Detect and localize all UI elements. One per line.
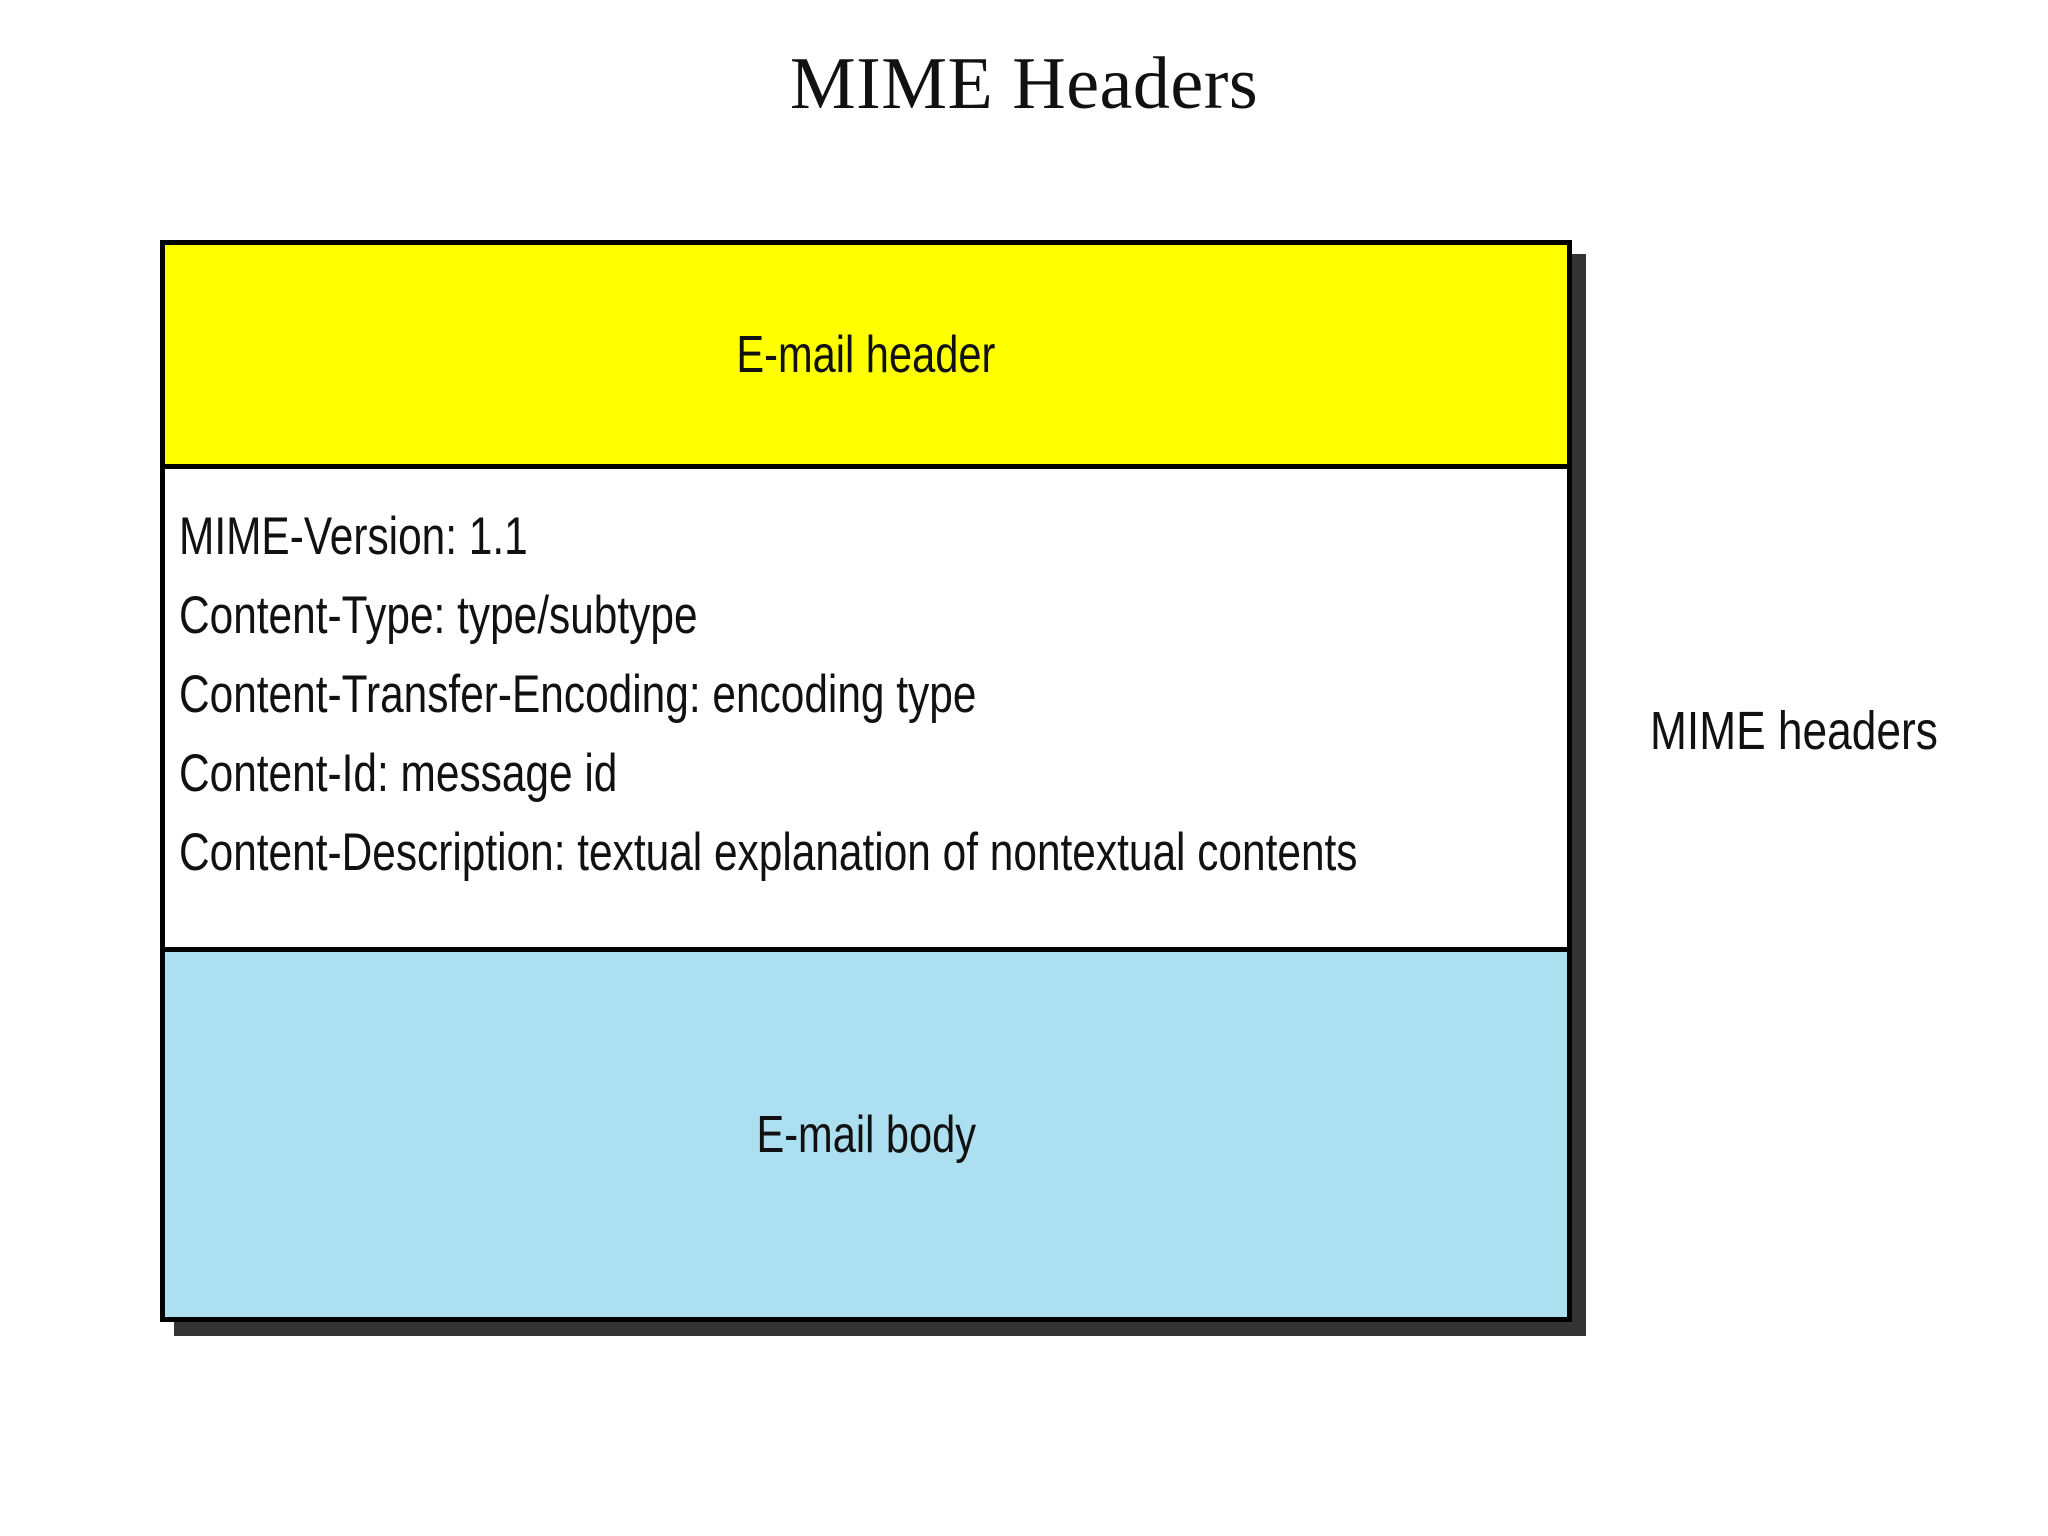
mime-message-diagram: E-mail header MIME-Version: 1.1 Content-… — [160, 240, 1586, 1336]
mime-headers-list: MIME-Version: 1.1 Content-Type: type/sub… — [179, 497, 1565, 892]
mime-header-line: Content-Description: textual explanation… — [179, 823, 1358, 882]
email-header-band: E-mail header — [165, 245, 1567, 469]
page-title: MIME Headers — [789, 43, 1259, 125]
mime-header-line: MIME-Version: 1.1 — [179, 507, 528, 566]
email-body-label: E-mail body — [756, 1105, 976, 1164]
mime-header-line: Content-Transfer-Encoding: encoding type — [179, 665, 977, 724]
mime-header-line: Content-Id: message id — [179, 744, 618, 803]
mime-headers-band: MIME-Version: 1.1 Content-Type: type/sub… — [165, 469, 1567, 952]
mime-header-line: Content-Type: type/subtype — [179, 586, 698, 645]
mime-headers-annotation: MIME headers — [1650, 701, 1938, 761]
email-body-band: E-mail body — [165, 952, 1567, 1317]
email-header-label: E-mail header — [736, 325, 996, 384]
message-stack: E-mail header MIME-Version: 1.1 Content-… — [160, 240, 1572, 1322]
